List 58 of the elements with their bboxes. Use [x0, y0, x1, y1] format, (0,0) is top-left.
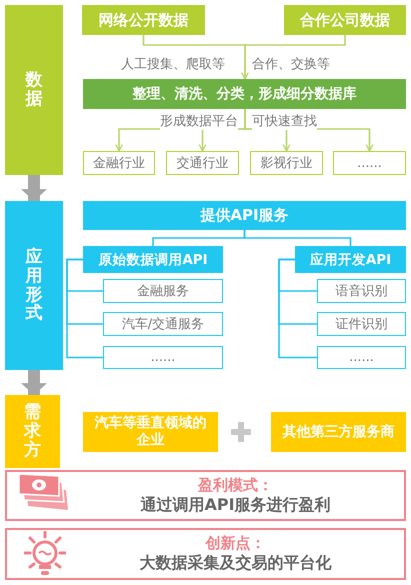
category-box — [250, 151, 323, 175]
arrow — [241, 35, 346, 80]
node-label: 语音识别 — [336, 283, 388, 300]
service-item-box — [103, 312, 223, 336]
panel-text: 通过调用API服务进行盈利 — [140, 494, 331, 516]
node-label: 金融行业 — [93, 155, 145, 172]
process-box — [83, 79, 406, 109]
service-item-box — [103, 346, 223, 369]
edge-label: 人工搜集、爬取等 — [121, 55, 225, 73]
node-label: 网络公开数据 — [98, 10, 188, 30]
customer-box — [83, 412, 218, 452]
edge-label: 合作、交换等 — [252, 55, 330, 73]
node-label: 汽车/交通服务 — [122, 316, 204, 333]
stage-column — [5, 395, 60, 468]
note-label: 形成数据平台 — [160, 112, 238, 130]
category-box — [333, 151, 406, 175]
node-label: 影视行业 — [260, 155, 312, 172]
node-label: 整理、清洗、分类，形成细分数据库 — [132, 85, 356, 103]
stage-column — [5, 201, 63, 370]
category-box — [166, 151, 239, 175]
node-label: 应用开发API — [310, 250, 392, 268]
customer-box — [271, 412, 406, 452]
node-label: 其他第三方服务商 — [282, 424, 396, 440]
api-type-box — [83, 246, 223, 273]
node-label: 交通行业 — [176, 155, 228, 172]
info-panel — [5, 528, 406, 580]
node-label: ...... — [357, 156, 382, 170]
node-label: 原始数据调用API — [98, 250, 208, 268]
service-item-box — [103, 279, 223, 303]
connector-line — [244, 230, 352, 246]
stage-label: 需求方 — [24, 403, 41, 460]
service-item-box — [317, 312, 406, 336]
node-label: ...... — [150, 350, 176, 365]
panel-heading: 盈利模式： — [198, 476, 273, 494]
source-box — [284, 5, 406, 35]
panel-heading: 创新点： — [206, 534, 266, 553]
stage-label: 应用形式 — [26, 248, 42, 323]
service-item-box — [317, 279, 406, 303]
flow-arrow — [21, 175, 47, 201]
flow-arrow — [21, 370, 47, 395]
info-panel — [5, 470, 406, 521]
stage-column — [5, 5, 63, 175]
node-label: 合作公司数据 — [300, 10, 390, 30]
connector-line — [278, 258, 317, 358]
stage-label: 数据 — [26, 71, 42, 109]
node-label: 提供API服务 — [200, 206, 289, 225]
api-type-box — [295, 246, 406, 273]
note-label: 可快速查找 — [252, 112, 317, 130]
node-label: 金融服务 — [137, 283, 189, 300]
source-box — [82, 5, 205, 35]
panel-text: 大数据采集及交易的平台化 — [140, 553, 332, 574]
node-label: 汽车等垂直领域的企业 — [94, 415, 208, 449]
service-box — [83, 201, 406, 230]
node-label: 证件识别 — [336, 316, 388, 333]
category-box — [83, 151, 155, 175]
node-label: ...... — [349, 350, 374, 365]
service-item-box — [317, 346, 406, 369]
connector-line — [66, 258, 103, 358]
